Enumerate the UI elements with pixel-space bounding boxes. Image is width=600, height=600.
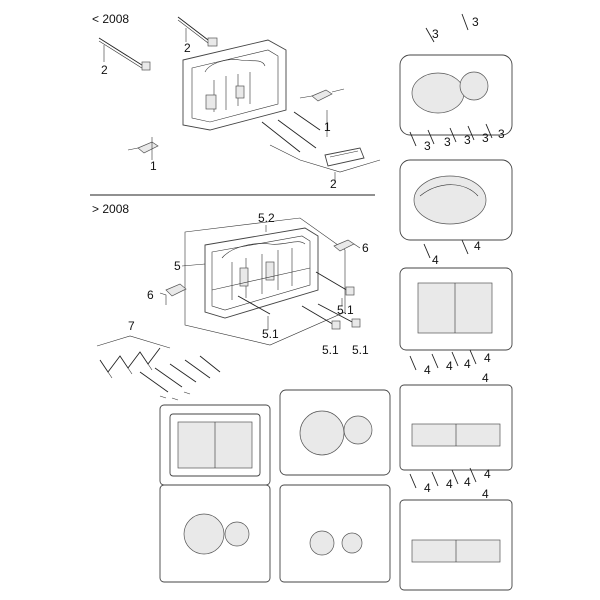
plate-square-dual xyxy=(399,267,513,351)
callout-rod-5-1-c: 5.1 xyxy=(322,343,339,357)
plate-rect-dual-lower xyxy=(399,499,513,591)
callout-bracket-small: 1 xyxy=(150,159,157,173)
screw-label-1a: 3 xyxy=(432,27,439,41)
threaded-rod-top xyxy=(177,16,218,47)
plate-delta-round xyxy=(399,54,513,136)
screw-label-2a: 3 xyxy=(424,139,431,153)
callout-bolts: 1 xyxy=(324,120,331,134)
callout-rod-5-1-b: 5.1 xyxy=(262,327,279,341)
plate-round-bottom-middle xyxy=(279,389,391,476)
old-mounting-frame xyxy=(182,39,287,131)
screws-plate-2 xyxy=(409,123,493,147)
callout-frame-top: 5.2 xyxy=(258,211,275,225)
screw-label-4a: 4 xyxy=(424,363,431,377)
screw-label-4e: 4 xyxy=(482,371,489,385)
threaded-rod-left xyxy=(98,37,151,71)
callout-bracket-right: 6 xyxy=(362,241,369,255)
callout-rod-5-1-d: 5.1 xyxy=(352,343,369,357)
callout-rod-b: 2 xyxy=(184,41,191,55)
fixing-kit xyxy=(96,335,221,401)
screw-label-5e: 4 xyxy=(482,487,489,501)
plate-rect-dual xyxy=(399,384,513,471)
leader-frame xyxy=(181,263,206,267)
bracket-right xyxy=(333,239,361,252)
screw-label-5d: 4 xyxy=(484,467,491,481)
screw-label-4b: 4 xyxy=(446,359,453,373)
bolt-set xyxy=(261,88,345,153)
screw-label-3b: 4 xyxy=(474,239,481,253)
callout-bracket-left: 6 xyxy=(147,288,154,302)
screw-label-2c: 3 xyxy=(464,133,471,147)
threaded-rods-5-1 xyxy=(237,271,361,330)
screw-label-4d: 4 xyxy=(484,351,491,365)
new-mounting-frame xyxy=(204,227,319,319)
screw-label-5c: 4 xyxy=(464,475,471,489)
callout-rod-a: 2 xyxy=(101,63,108,77)
screws-plate-4 xyxy=(409,349,477,371)
screw-label-5b: 4 xyxy=(446,477,453,491)
plate-round-row3-middle xyxy=(279,484,391,583)
callout-kit: 7 xyxy=(128,319,135,333)
new-frame-outline xyxy=(184,217,346,346)
clip-set xyxy=(269,144,381,183)
small-bracket-left xyxy=(127,137,159,160)
callout-clip-set: 2 xyxy=(330,177,337,191)
plate-delta-oval xyxy=(399,159,513,241)
screw-label-2d: 3 xyxy=(482,131,489,145)
bracket-left xyxy=(159,283,187,305)
screw-label-2e: 3 xyxy=(498,127,505,141)
screw-label-3a: 4 xyxy=(432,253,439,267)
screws-plate-5 xyxy=(409,467,477,489)
screw-label-4c: 4 xyxy=(464,357,471,371)
callout-rod-5-1-a: 5.1 xyxy=(337,303,354,317)
screws-plate-1 xyxy=(425,13,469,43)
plate-square-bottom-left xyxy=(159,404,271,486)
section-label-before-2008: < 2008 xyxy=(92,12,129,26)
section-label-after-2008: > 2008 xyxy=(92,202,129,216)
screw-label-5a: 4 xyxy=(424,481,431,495)
screws-plate-3 xyxy=(423,239,469,259)
callout-frame: 5 xyxy=(174,259,181,273)
screw-label-1b: 3 xyxy=(472,15,479,29)
screw-label-2b: 3 xyxy=(444,135,451,149)
plate-round-row3-left xyxy=(159,484,271,583)
